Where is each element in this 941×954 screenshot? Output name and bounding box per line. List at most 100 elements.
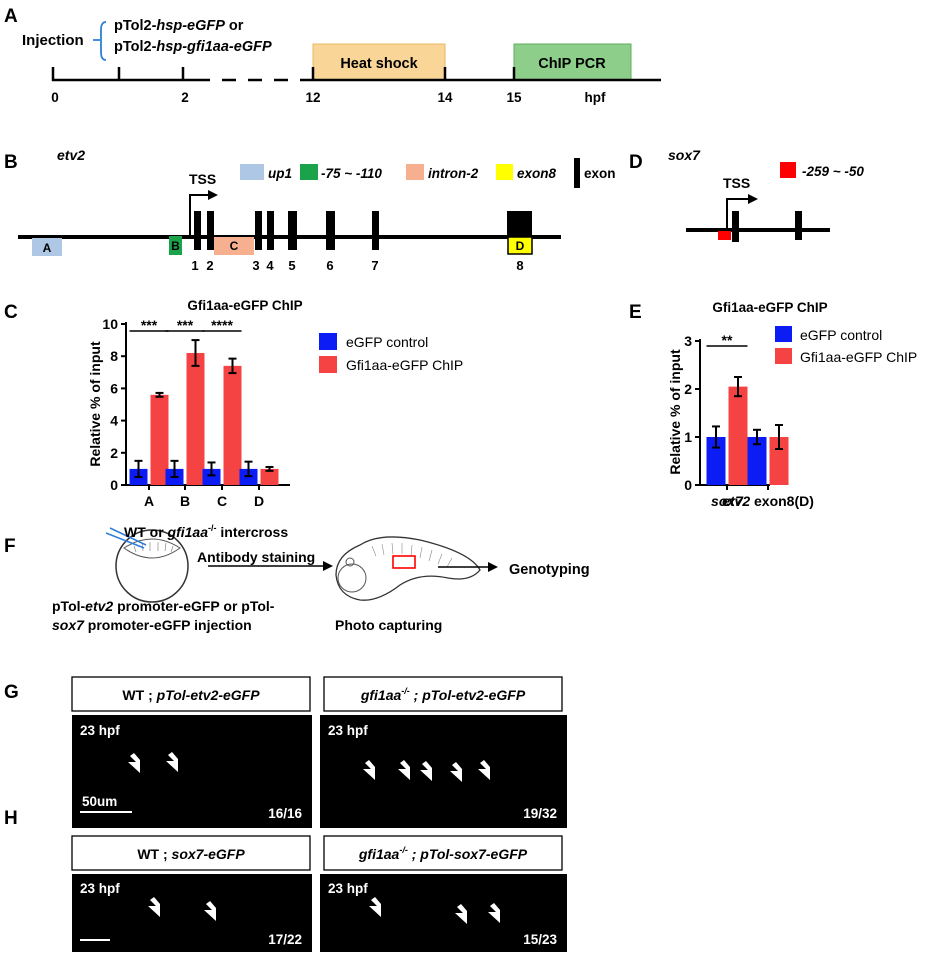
g-arrows: [128, 752, 490, 782]
tick-hpf: hpf: [585, 90, 606, 105]
svg-text:5: 5: [288, 258, 295, 273]
h-left-count: 17/22: [268, 932, 302, 947]
region-d-box: [507, 236, 533, 255]
heat-shock-box: [312, 43, 446, 81]
gene-sox7: sox7: [668, 147, 701, 163]
legend-label-intron: intron-2: [428, 166, 479, 181]
chart-c-bar-control: [202, 468, 221, 485]
chart-e-title: Gfi1aa-eGFP ChIP: [712, 300, 827, 315]
g-right-stage: 23 hpf: [328, 723, 368, 738]
exon-4: [267, 211, 274, 250]
exon-1: [194, 211, 201, 250]
g-left-micrograph: [72, 715, 312, 828]
chart-e-ytick-label: 2: [684, 381, 692, 397]
g-arrow-icon: [478, 760, 490, 780]
h-left-label-box: [71, 835, 311, 871]
chart-e-sig-label: **: [722, 332, 733, 348]
injection-desc-line-2: sox7 promoter-eGFP injection: [52, 617, 252, 633]
region-b-box: [169, 236, 182, 255]
chip-pcr-label: ChIP PCR: [538, 56, 606, 72]
g-left-label: WT ; pTol-etv2-eGFP: [122, 687, 260, 703]
g-right-count: 19/32: [523, 806, 557, 821]
chart-c-xtick-label: A: [144, 493, 154, 509]
g-arrow-icon: [363, 760, 375, 780]
chart-e-xtick-label: sox7: [711, 493, 744, 509]
chart-e-legend-swatch-control: [775, 326, 792, 342]
chart-e-bar-chip: [769, 437, 789, 485]
h-right-label-box: [323, 835, 563, 871]
chart-c-ytick-label: 10: [102, 316, 118, 332]
tick-2: 2: [181, 90, 189, 105]
g-arrow-icon: [128, 753, 140, 773]
g-right-label: gfi1aa-/- ; pTol-etv2-eGFP: [360, 686, 526, 703]
panel-letter-d: D: [629, 152, 643, 173]
cross-label: WT or gfi1aa-/- intercross: [124, 523, 288, 540]
photo-label: Photo capturing: [335, 617, 442, 633]
h-right-stage: 23 hpf: [328, 881, 368, 896]
panel-letter-a: A: [4, 6, 18, 27]
h-arrow-icon: [204, 901, 216, 921]
chart-c-ytick-label: 2: [110, 445, 118, 461]
chart-c-xtick-label: B: [180, 493, 190, 509]
egg-embryo-icon: [115, 529, 189, 603]
exon-8: [507, 211, 532, 237]
chart-c-legend-swatch-chip: [319, 356, 337, 373]
svg-text:3: 3: [252, 258, 259, 273]
tss-label-sox7: TSS: [723, 175, 750, 191]
region-c-label: C: [230, 239, 239, 253]
etv2-exons: [194, 211, 532, 250]
tick-12: 12: [305, 90, 320, 105]
chart-c-sig-label: ***: [177, 317, 194, 333]
h-arrow-icon: [148, 897, 160, 917]
arrow-staining-head-icon: [323, 561, 333, 571]
bracket-icon: [93, 21, 107, 61]
svg-text:8: 8: [516, 258, 523, 273]
g-left-stage: 23 hpf: [80, 723, 120, 738]
legend-label-promoter: -75 ~ -110: [321, 166, 382, 181]
tss-label-etv2: TSS: [189, 171, 216, 187]
panel-d: D sox7 -259 ~ -50 TSS: [629, 147, 864, 242]
h-right-count: 15/23: [523, 932, 557, 947]
sox7-exon-2: [795, 211, 802, 240]
h-arrow-icon: [369, 897, 381, 917]
legend-label-exon8: exon8: [517, 166, 557, 181]
chart-c-ylabel: Relative % of input: [87, 341, 103, 467]
sox7-exon-1: [732, 211, 739, 242]
exon-numbers: 1 2 3 4 5 6 7 8: [191, 258, 523, 273]
exon-2: [207, 211, 214, 250]
g-scale-label: 50um: [82, 794, 117, 809]
g-left-label-box: [71, 676, 311, 712]
sox7-region-box: [718, 231, 731, 240]
region-a-box: [32, 238, 62, 256]
g-arrow-icon: [398, 760, 410, 780]
legend-swatch-exon8: [496, 164, 513, 180]
g-left-count: 16/16: [268, 806, 302, 821]
legend-swatch-sox7: [780, 162, 796, 178]
chart-c-legend-label-chip: Gfi1aa-eGFP ChIP: [346, 357, 463, 373]
timeline: [51, 67, 661, 82]
chart-c-legend-label-control: eGFP control: [346, 334, 428, 350]
chart-c-bar-chip: [223, 365, 242, 485]
chart-e-legend-label-control: eGFP control: [800, 327, 882, 343]
h-arrow-icon: [488, 903, 500, 923]
panel-h: H WT ; sox7-eGFP gfi1aa-/- ; pTol-sox7-e…: [4, 808, 567, 952]
arrow-genotyping-head-icon: [488, 562, 498, 572]
panel-f: F WT or gfi1aa-/- intercross Antibody st…: [4, 523, 590, 633]
region-c-box: [214, 237, 254, 255]
panel-letter-b: B: [4, 152, 18, 173]
chip-pcr-box: [513, 43, 632, 81]
tss-arrowhead-icon: [208, 190, 218, 200]
panel-letter-g: G: [4, 682, 19, 703]
panel-letter-e: E: [629, 302, 642, 323]
exon-6: [326, 211, 335, 250]
chart-c-sig-label: ***: [141, 317, 158, 333]
gene-etv2: etv2: [57, 147, 85, 163]
chart-e-ytick-label: 1: [684, 429, 692, 445]
chart-e-bar-chip: [728, 386, 748, 485]
svg-text:2: 2: [206, 258, 213, 273]
chart-c-ytick-label: 6: [110, 380, 118, 396]
injection-desc-line-1: pTol-etv2 promoter-eGFP or pTol-: [52, 598, 275, 614]
panel-e: E Gfi1aa-eGFP ChIP Relative % of input 0…: [629, 300, 917, 509]
